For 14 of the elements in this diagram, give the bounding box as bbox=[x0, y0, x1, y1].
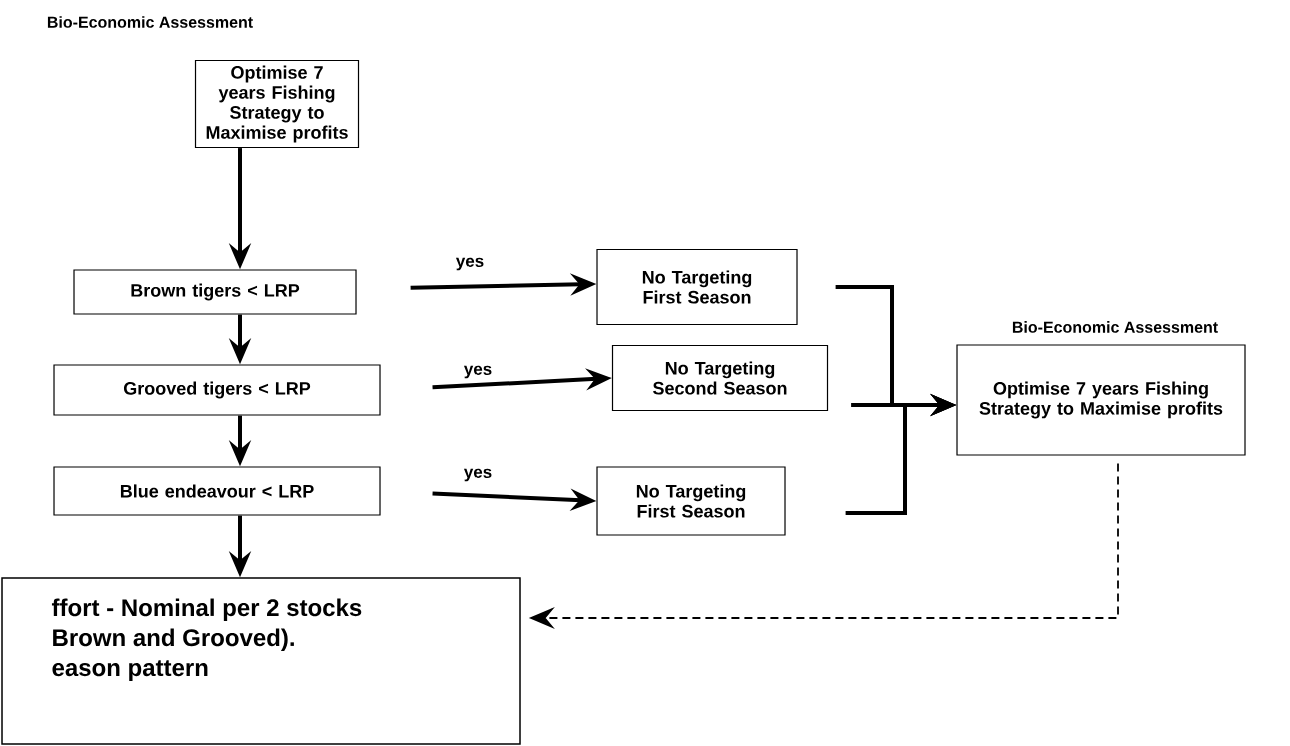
process-box: Blue endeavour < LRP bbox=[53, 466, 381, 516]
process-box: No Targeting Second Season bbox=[611, 344, 829, 412]
process-box: Optimise 7 years Fishing Strategy to Maximise profits bbox=[956, 344, 1246, 456]
process-box: No Targeting First Season bbox=[596, 248, 798, 326]
process-box: Grooved tigers < LRP bbox=[53, 364, 381, 416]
process-box: Brown tigers < LRP bbox=[73, 269, 357, 315]
heading: Bio-Economic Assessment bbox=[1012, 321, 1218, 333]
edge-label: yes bbox=[462, 364, 494, 380]
edge-label: yes bbox=[454, 256, 486, 272]
process-box: Optimise 7 years Fishing Strategy to Maximise profits bbox=[194, 59, 360, 149]
process-box: No Targeting First Season bbox=[596, 466, 786, 536]
heading: Bio-Economic Assessment bbox=[47, 16, 253, 28]
edge-label: yes bbox=[462, 467, 494, 483]
box-text: ffort - Nominal per 2 stocks Brown and Grooved). eason pattern bbox=[51, 598, 362, 681]
